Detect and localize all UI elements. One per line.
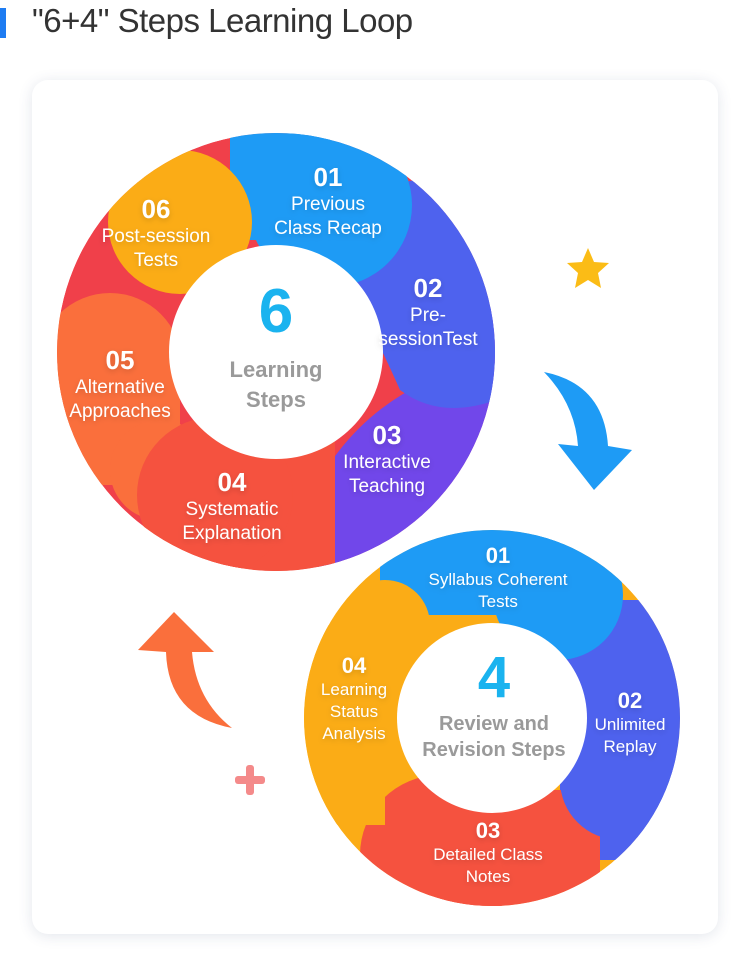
loop-one-center-label-line-2: Steps: [246, 387, 306, 412]
loop-two-step-03-label-line-2: Notes: [466, 867, 510, 886]
loop-one-step-02-label-line-2: sessionTest: [378, 329, 478, 350]
loop-two: [304, 530, 680, 906]
loop-two-step-02-label-line-1: Unlimited: [595, 715, 666, 734]
loop-one-step-01-number: 01: [314, 162, 343, 192]
loop-one-step-03-label-line-2: Teaching: [349, 476, 425, 497]
loop-one-step-05-label-line-2: Approaches: [69, 401, 170, 422]
loop-two-center-label-line-2: Revision Steps: [422, 739, 565, 761]
loop-one-step-04-number: 04: [218, 467, 247, 497]
loop-one-step-02-number: 02: [414, 273, 443, 303]
plus-icon: [235, 765, 265, 795]
loop-one-segment-06: [108, 150, 252, 294]
loop-one-step-05-label-line-1: Alternative: [75, 377, 165, 398]
loop-two-step-03-number: 03: [476, 818, 500, 843]
arrow-up-icon: [138, 612, 232, 728]
loop-one-center-label-line-1: Learning: [230, 357, 323, 382]
loop-two-step-04-label-line-2: Status: [330, 702, 378, 721]
loop-one-step-03-label-line-1: Interactive: [343, 452, 431, 473]
loop-two-step-04-label-line-1: Learning: [321, 680, 387, 699]
loop-one-step-04-label-line-1: Systematic: [186, 499, 279, 520]
title-accent-bar: [0, 8, 6, 38]
loop-one: [57, 133, 495, 571]
loop-one-step-05-number: 05: [106, 345, 135, 375]
loop-two-step-04-number: 04: [342, 653, 367, 678]
loop-one-step-02-label-line-1: Pre-: [410, 305, 446, 326]
loop-two-center-number: 4: [478, 645, 510, 710]
loop-one-center: [169, 245, 383, 459]
loop-two-step-02-number: 02: [618, 688, 642, 713]
loop-one-step-06-label-line-1: Post-session: [102, 226, 211, 247]
loop-two-step-03-label-line-1: Detailed Class: [433, 845, 543, 864]
loop-two-center-label-line-1: Review and: [439, 713, 549, 735]
loop-two-step-02-label-line-2: Replay: [604, 737, 657, 756]
loop-two-step-04-label-line-3: Analysis: [322, 724, 385, 743]
loop-two-step-01-label-line-1: Syllabus Coherent: [429, 570, 568, 589]
loop-one-step-01-label-line-2: Class Recap: [274, 218, 382, 239]
loop-two-step-01-label-line-2: Tests: [478, 592, 518, 611]
loop-one-step-01-label-line-1: Previous: [291, 194, 365, 215]
loop-one-center-number: 6: [259, 277, 293, 346]
loop-one-step-06-number: 06: [142, 194, 171, 224]
loop-two-center: [397, 623, 587, 813]
star-icon: [567, 248, 609, 288]
loop-one-step-04-label-line-2: Explanation: [182, 523, 281, 544]
loop-two-step-01-number: 01: [486, 543, 510, 568]
arrow-down-icon: [544, 372, 632, 490]
page-title: "6+4" Steps Learning Loop: [32, 2, 413, 39]
loop-one-step-06-label-line-2: Tests: [134, 250, 178, 271]
loop-one-step-03-number: 03: [373, 420, 402, 450]
